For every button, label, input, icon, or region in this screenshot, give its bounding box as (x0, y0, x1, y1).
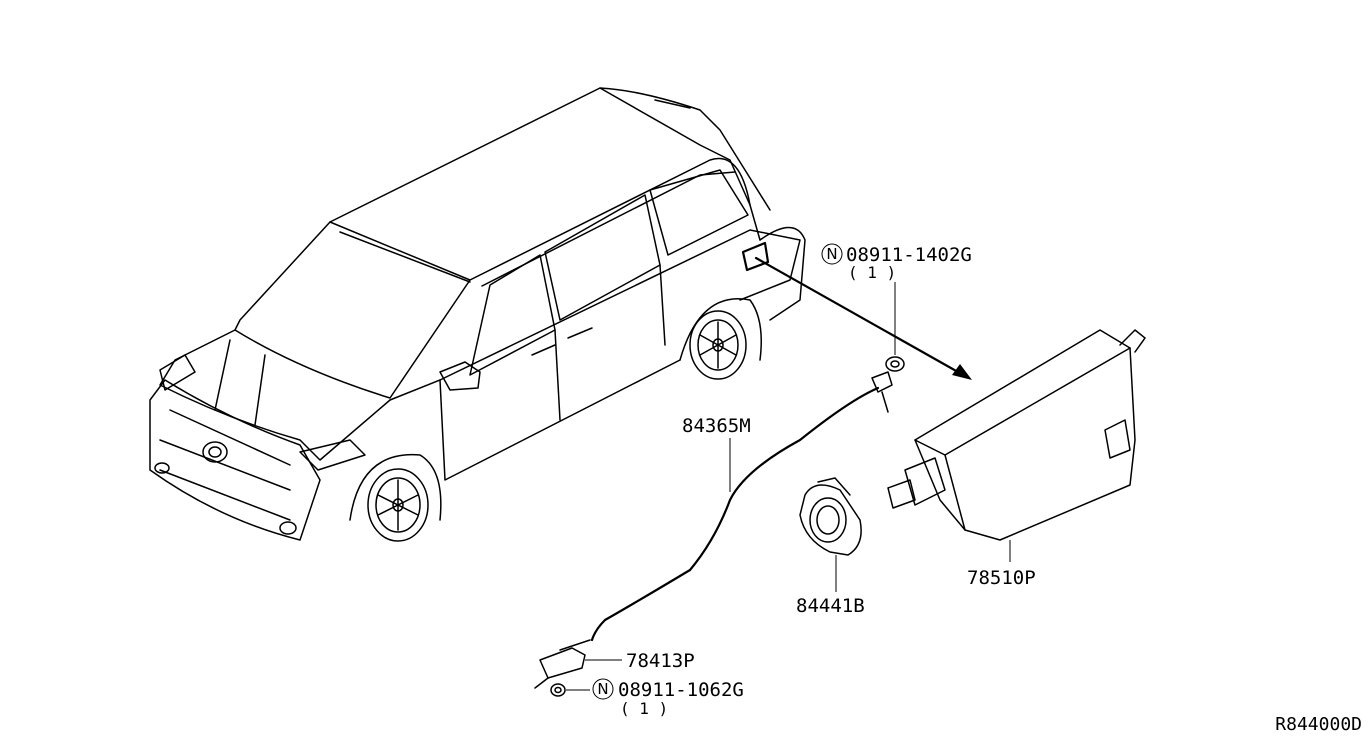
diagram-reference-code: R844000D (1275, 714, 1362, 735)
part-label-nut-top: N 08911-1402G ( 1 ) (821, 243, 972, 282)
vehicle-illustration (149, 87, 806, 542)
cable-part-number: 84365M (682, 415, 751, 437)
nut-bottom-graphic (550, 683, 590, 697)
opener-ring-part-number: 84441B (796, 595, 865, 617)
nut-bottom-quantity: ( 1 ) (620, 699, 668, 718)
lid-lock-part-number: 78510P (967, 567, 1036, 589)
nut-bottom-part-number: 08911-1062G (618, 679, 744, 701)
nut-top-symbol: N (826, 245, 837, 263)
nut-bottom-symbol: N (597, 680, 608, 698)
cable-graphic (590, 371, 893, 642)
lever-part-number: 78413P (626, 650, 695, 672)
part-label-nut-bottom: N 08911-1062G ( 1 ) (592, 678, 744, 718)
direction-arrow (754, 256, 972, 380)
opener-ring-graphic (799, 477, 862, 592)
nut-top-part-number: 08911-1402G (846, 244, 972, 266)
nut-top-graphic (885, 282, 905, 372)
lever-graphic (534, 639, 622, 689)
lid-lock-graphic (887, 329, 1146, 562)
nut-top-quantity: ( 1 ) (848, 263, 896, 282)
